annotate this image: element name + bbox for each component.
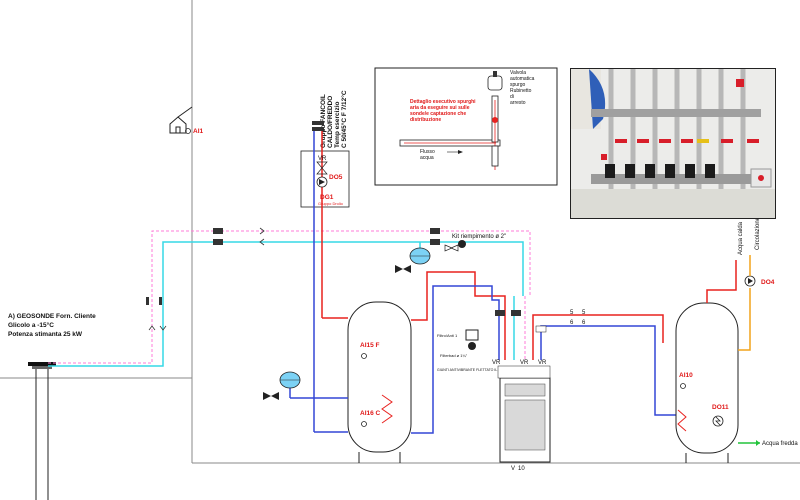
dhw-circuit	[532, 314, 676, 416]
buffer-tank	[347, 301, 412, 463]
fill-kit: Kit riempimento ø 2"	[444, 234, 506, 252]
tag-dg1-sub: Gruppo Drolio	[318, 201, 344, 206]
detail-valve-1: Valvola	[510, 70, 526, 76]
installation-photo	[570, 68, 776, 219]
dhw-tank	[675, 302, 739, 463]
bottom-number: 10	[518, 466, 525, 472]
expansion-vessel-left	[263, 371, 348, 400]
source-description: A) GEOSONDE Forn. Cliente Glicolo a -15°…	[8, 313, 96, 338]
vr-label-2: VR	[520, 360, 529, 366]
dhw-pipe-numbers: 5 5 6 6	[570, 310, 586, 326]
pipe-num-3: 6	[570, 320, 574, 326]
heatpump-circuit	[411, 271, 521, 434]
heat-pump-unit: V 10	[499, 377, 551, 472]
sensor-ai1: AI1	[185, 128, 204, 135]
flow-arrows	[148, 227, 265, 331]
detail-valve-2: automatica	[510, 76, 535, 82]
vr-label-1: VR	[492, 360, 501, 366]
detail-flow-1: Flusso	[420, 149, 435, 155]
source-title: A) GEOSONDE Forn. Cliente	[8, 313, 96, 320]
vr-bottom-mark: V	[511, 466, 515, 472]
tag-do4: DO4	[761, 279, 775, 286]
tag-do5: DO5	[329, 174, 343, 181]
pump-note-a: Filtro/Anti 1	[437, 333, 458, 338]
pipe-num-2: 5	[582, 310, 586, 316]
tag-do11: DO11	[712, 404, 729, 411]
sensor-ai10: AI10	[679, 372, 693, 389]
geothermal-probe	[28, 362, 56, 500]
house-icon	[169, 106, 193, 134]
fancoil-line4: C 50/45°C F 7/12°C	[340, 90, 348, 148]
detail-note-2: aria da eseguire sui sulle	[410, 105, 470, 111]
valves-row: VR VR VR	[492, 360, 551, 379]
fill-kit-label: Kit riempimento ø 2"	[452, 234, 506, 240]
electric-heater-do11: DO11	[712, 404, 729, 427]
pump-accessories: Filtro/Anti 1 Filterbad ø 1¼" GIUNTI ANT…	[437, 329, 539, 372]
pump-note-b: Filterbad ø 1¼"	[440, 353, 468, 358]
detail-flow-2: acqua	[420, 155, 434, 161]
fancoil-group: Gruppo FANCOIL CALDO/FREDDO Temp eserciz…	[300, 90, 350, 433]
sensor-ai16: AI16 C	[360, 410, 381, 427]
label-cold-water: Acqua fredda	[762, 441, 798, 447]
detail-shutoff-1: Rubinetto	[510, 88, 532, 94]
label-recirc: Circolazione	[755, 216, 761, 250]
cold-water-input: Acqua fredda	[738, 440, 798, 447]
pipe-num-4: 6	[582, 320, 586, 326]
tag-ai16: AI16 C	[360, 410, 381, 417]
hot-water-output	[706, 255, 756, 351]
fancoil-line3: Temp esercizio	[334, 101, 341, 148]
detail-note-4: distribuzione	[410, 117, 441, 123]
detail-valve-3: spurgo	[510, 82, 526, 88]
tag-ai1: AI1	[193, 128, 204, 135]
recirc-label-group: Circolazione	[755, 216, 761, 250]
brine-pipes	[48, 230, 531, 367]
vr-label-3: VR	[538, 360, 547, 366]
pump-note-c: GIUNTI ANTIVIBRANTE FLETTATO IL BOCCHETT…	[437, 368, 539, 372]
tag-dg1: DG1	[320, 194, 334, 201]
fancoil-line2: CALDO/FREDDO	[327, 96, 334, 148]
detail-shutoff-2: di	[510, 94, 514, 100]
pipe-num-1: 5	[570, 310, 574, 316]
tag-ai15: AI15 F	[360, 342, 380, 349]
sensor-ai15: AI15 F	[360, 342, 380, 359]
tag-ai10: AI10	[679, 372, 693, 379]
brine-fittings	[146, 228, 440, 305]
expansion-vessel-top	[395, 242, 431, 273]
hot-water-labels: Acqua calda	[738, 221, 744, 255]
air-vent-detail: Dettaglio esecutivo spurghi aria da eseg…	[374, 67, 558, 186]
detail-shutoff-3: arresto	[510, 100, 526, 106]
vr-fancoil: VR	[318, 156, 327, 162]
source-glycol: Glicolo a -15°C	[8, 321, 54, 329]
label-hot-water: Acqua calda	[738, 221, 744, 255]
source-power: Potenza stimanta 25 kW	[8, 331, 83, 338]
detail-note-1: Dettaglio esecutivo spurghi	[410, 99, 476, 105]
photo-drawing	[571, 69, 775, 218]
detail-note-3: sonde/e captazione che	[410, 111, 466, 117]
